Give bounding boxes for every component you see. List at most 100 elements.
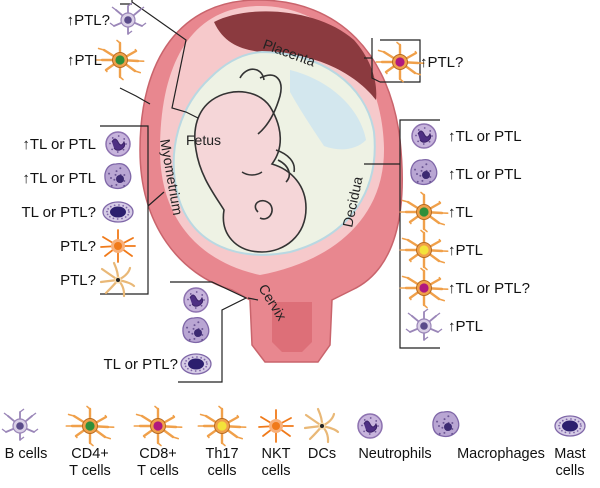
cervix-cell-item — [183, 287, 209, 313]
mast-cell-icon — [102, 201, 134, 223]
myometrium-cell-label: ↑TL or PTL — [22, 170, 96, 187]
cd8-t-cell-icon — [375, 41, 425, 83]
legend-label: CD4+ — [71, 446, 108, 462]
amniotic-fluid — [290, 70, 366, 150]
top-left-cells: ↑PTL? ↑PTL — [67, 2, 147, 81]
neutrophil-icon — [411, 123, 437, 149]
legend-label: T cells — [69, 463, 111, 479]
b-cell-icon — [405, 308, 443, 341]
placenta-cell-label: ↑PTL? — [420, 54, 463, 71]
macrophage-icon — [410, 158, 438, 186]
decidua-cell-label: ↑TL or PTL — [448, 128, 522, 145]
decidua-bracket — [364, 119, 440, 349]
legend-label: Neutrophils — [358, 446, 431, 462]
b-cell-icon — [109, 2, 147, 35]
placenta-cell-item: ↑PTL? — [375, 41, 463, 83]
legend-item: Macrophages — [432, 410, 545, 462]
uterus-anatomy: Placenta Fetus Myometrium Decidua Cervix — [139, 0, 403, 363]
cd8-t-cell-icon — [133, 405, 183, 447]
cervix-bracket — [170, 281, 259, 383]
myometrium-cell-label: PTL? — [60, 272, 96, 289]
b-cell-icon — [1, 408, 39, 441]
dc-icon — [303, 407, 340, 444]
legend-label: cells — [555, 463, 584, 479]
decidua-cell-item: ↑PTL — [399, 229, 483, 271]
neutrophil-icon — [357, 413, 383, 439]
dc-icon — [99, 261, 136, 298]
placenta-bracket — [380, 39, 421, 83]
placenta-callout — [364, 38, 381, 83]
myometrium-cell-item: ↑TL or PTL — [22, 162, 132, 190]
decidua-cell-label: ↑TL — [448, 204, 473, 221]
decidua-cell-item: ↑TL or PTL? — [399, 267, 530, 309]
decidua-cell-item: ↑TL — [399, 191, 473, 233]
legend-label: NKT — [262, 446, 291, 462]
nkt-cell-icon — [100, 229, 136, 263]
fetus-leg — [239, 68, 296, 183]
placenta — [214, 11, 377, 100]
decidua-cell-label: ↑PTL — [448, 318, 483, 335]
cd4-t-cell-icon — [399, 191, 449, 233]
cd8-t-cell-icon — [399, 267, 449, 309]
fetus — [194, 68, 307, 253]
fetus-arm — [257, 74, 282, 135]
macrophage-icon — [182, 316, 210, 344]
cervix-cell-item — [182, 316, 210, 344]
decidua-cell-label: ↑TL or PTL — [448, 166, 522, 183]
macrophage-icon — [104, 162, 132, 190]
decidua-cell-label: ↑TL or PTL? — [448, 280, 530, 297]
myometrium-cell-label: ↑TL or PTL — [22, 136, 96, 153]
legend-label: cells — [261, 463, 290, 479]
legend-label: Mast — [554, 446, 585, 462]
cervix-cell-item: TL or PTL? — [104, 353, 212, 375]
top-left-cell-item: ↑PTL — [67, 39, 145, 81]
legend-label: DCs — [308, 446, 336, 462]
placenta-cells: ↑PTL? — [375, 41, 463, 83]
cervix-canal — [272, 302, 312, 352]
decidua-cell-item: ↑PTL — [405, 308, 483, 341]
myometrium-cells: ↑TL or PTL ↑TL or PTL TL or PTL? PTL? PTL? — [22, 131, 136, 298]
legend-label: CD8+ — [139, 446, 176, 462]
myometrium-cell-label: PTL? — [60, 238, 96, 255]
legend-label: cells — [207, 463, 236, 479]
top-left-cell-label: ↑PTL? — [67, 12, 110, 29]
th17-cell-icon — [399, 229, 449, 271]
legend-label: T cells — [137, 463, 179, 479]
callout-lines — [100, 0, 440, 383]
decidua-cell-label: ↑PTL — [448, 242, 483, 259]
cervix-cells: TL or PTL? — [104, 287, 212, 375]
decidua-cell-item: ↑TL or PTL — [411, 123, 522, 149]
top-left-cell-item: ↑PTL? — [67, 2, 147, 35]
legend-item: DCs — [303, 407, 340, 462]
decidua-cell-item: ↑TL or PTL — [410, 158, 522, 186]
myometrium-cell-item: PTL? — [60, 261, 136, 298]
cd4-t-cell-icon — [65, 405, 115, 447]
legend-label: B cells — [5, 446, 48, 462]
legend-label: Macrophages — [457, 446, 545, 462]
decidua-cells: ↑TL or PTL ↑TL or PTL ↑TL ↑PTL ↑TL or PTL? ↑P… — [399, 123, 530, 341]
legend-item: CD8+T cells — [133, 405, 183, 479]
neutrophil-icon — [105, 131, 131, 157]
fetus-eye — [241, 171, 263, 176]
legend-item: Neutrophils — [357, 413, 432, 462]
myometrium-cell-label: TL or PTL? — [22, 204, 96, 221]
legend-item: CD4+T cells — [65, 405, 115, 479]
mast-cell-icon — [554, 415, 586, 437]
cd4-t-cell-icon — [95, 39, 145, 81]
myometrium-cell-item: TL or PTL? — [22, 201, 134, 223]
fetus-ear — [254, 199, 273, 220]
th17-cell-icon — [197, 405, 247, 447]
top-left-callout — [131, 0, 199, 119]
mast-cell-icon — [180, 353, 212, 375]
fetus-label: Fetus — [186, 132, 221, 148]
cervix-cell-label: TL or PTL? — [104, 356, 178, 373]
nkt-cell-icon — [258, 409, 294, 443]
legend-item: B cells — [1, 408, 48, 462]
neutrophil-icon — [183, 287, 209, 313]
